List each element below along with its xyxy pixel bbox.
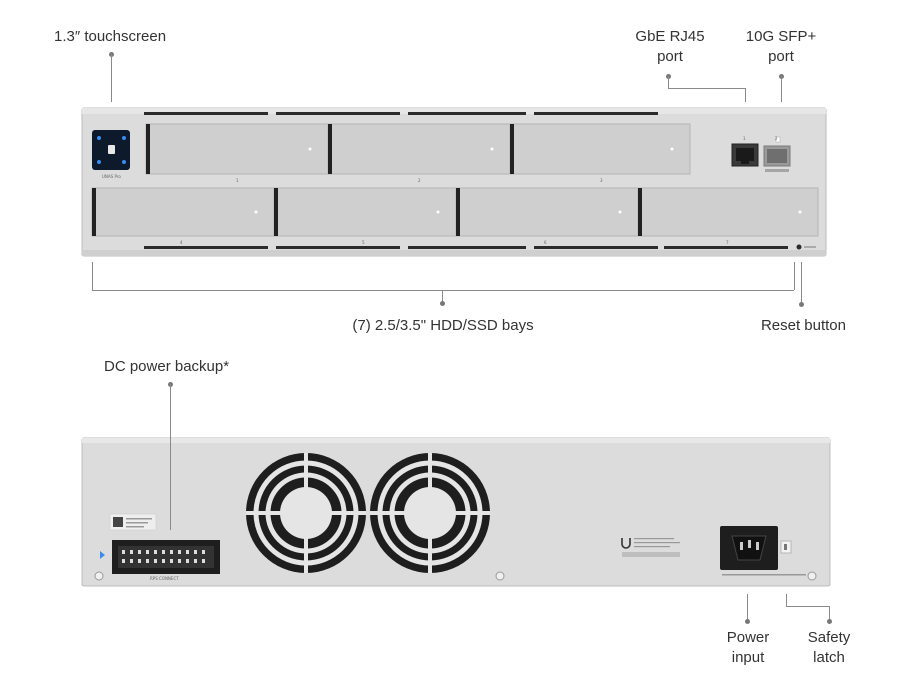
port-number-1: 1 xyxy=(743,136,746,141)
power-input-label-line2: input xyxy=(731,649,765,666)
bay-number-3: 3 xyxy=(600,178,603,183)
bay-number-2: 2 xyxy=(418,178,421,183)
drive-bay-7[interactable] xyxy=(637,187,819,237)
touchscreen-label: 1.3″ touchscreen xyxy=(54,28,167,45)
touchscreen[interactable] xyxy=(92,130,130,170)
safety-latch-label: Safety latch xyxy=(808,628,851,668)
sfp-plus-port[interactable] xyxy=(763,136,791,172)
sfp-port-label-line2: port xyxy=(768,48,794,65)
reset-button-label: Reset button xyxy=(760,317,846,334)
bay-number-4: 4 xyxy=(180,240,183,245)
sfp-port-label: 10G SFP+ port xyxy=(746,27,816,67)
drive-bay-5[interactable] xyxy=(273,187,457,237)
screw-icon xyxy=(94,571,104,581)
gbe-port-label-line1: GbE RJ45 xyxy=(635,28,705,45)
port-number-2: 2 xyxy=(775,136,778,141)
drive-bay-1[interactable] xyxy=(145,123,329,175)
gbe-port-label: GbE RJ45 port xyxy=(635,27,704,67)
sfp-port-label-line1: 10G SFP+ xyxy=(745,28,817,45)
safety-latch-label-line1: Safety xyxy=(807,629,851,646)
regulatory-label xyxy=(621,538,680,557)
bay-number-6: 6 xyxy=(544,240,547,245)
reset-button[interactable] xyxy=(796,244,802,250)
bay-number-7: 7 xyxy=(726,240,729,245)
drive-bay-4[interactable] xyxy=(91,187,275,237)
fan-right xyxy=(370,453,490,573)
bay-number-1: 1 xyxy=(236,178,239,183)
dc-power-label: DC power backup* xyxy=(104,358,230,375)
screw-icon xyxy=(807,571,817,581)
drive-bays-label: (7) 2.5/3.5" HDD/SSD bays xyxy=(352,317,534,334)
bay-number-5: 5 xyxy=(362,240,365,245)
safety-latch-label-line2: latch xyxy=(813,649,845,666)
dc-power-connector[interactable] xyxy=(112,540,220,574)
gbe-rj45-port[interactable] xyxy=(731,143,759,167)
safety-latch[interactable] xyxy=(780,540,792,554)
power-input-label-line1: Power xyxy=(726,629,770,646)
drive-bay-6[interactable] xyxy=(455,187,639,237)
connector-caption: RPS CONNECT xyxy=(150,576,179,581)
qr-label xyxy=(109,513,157,531)
drive-bay-2[interactable] xyxy=(327,123,511,175)
screw-icon xyxy=(495,571,505,581)
power-input-socket[interactable] xyxy=(720,526,778,570)
power-input-label: Power input xyxy=(727,628,770,668)
drive-bay-3[interactable] xyxy=(509,123,691,175)
fan-left xyxy=(246,453,366,573)
status-led-icon xyxy=(100,551,105,559)
screen-caption: UNAS Pro xyxy=(102,174,121,179)
gbe-port-label-line2: port xyxy=(657,48,683,65)
